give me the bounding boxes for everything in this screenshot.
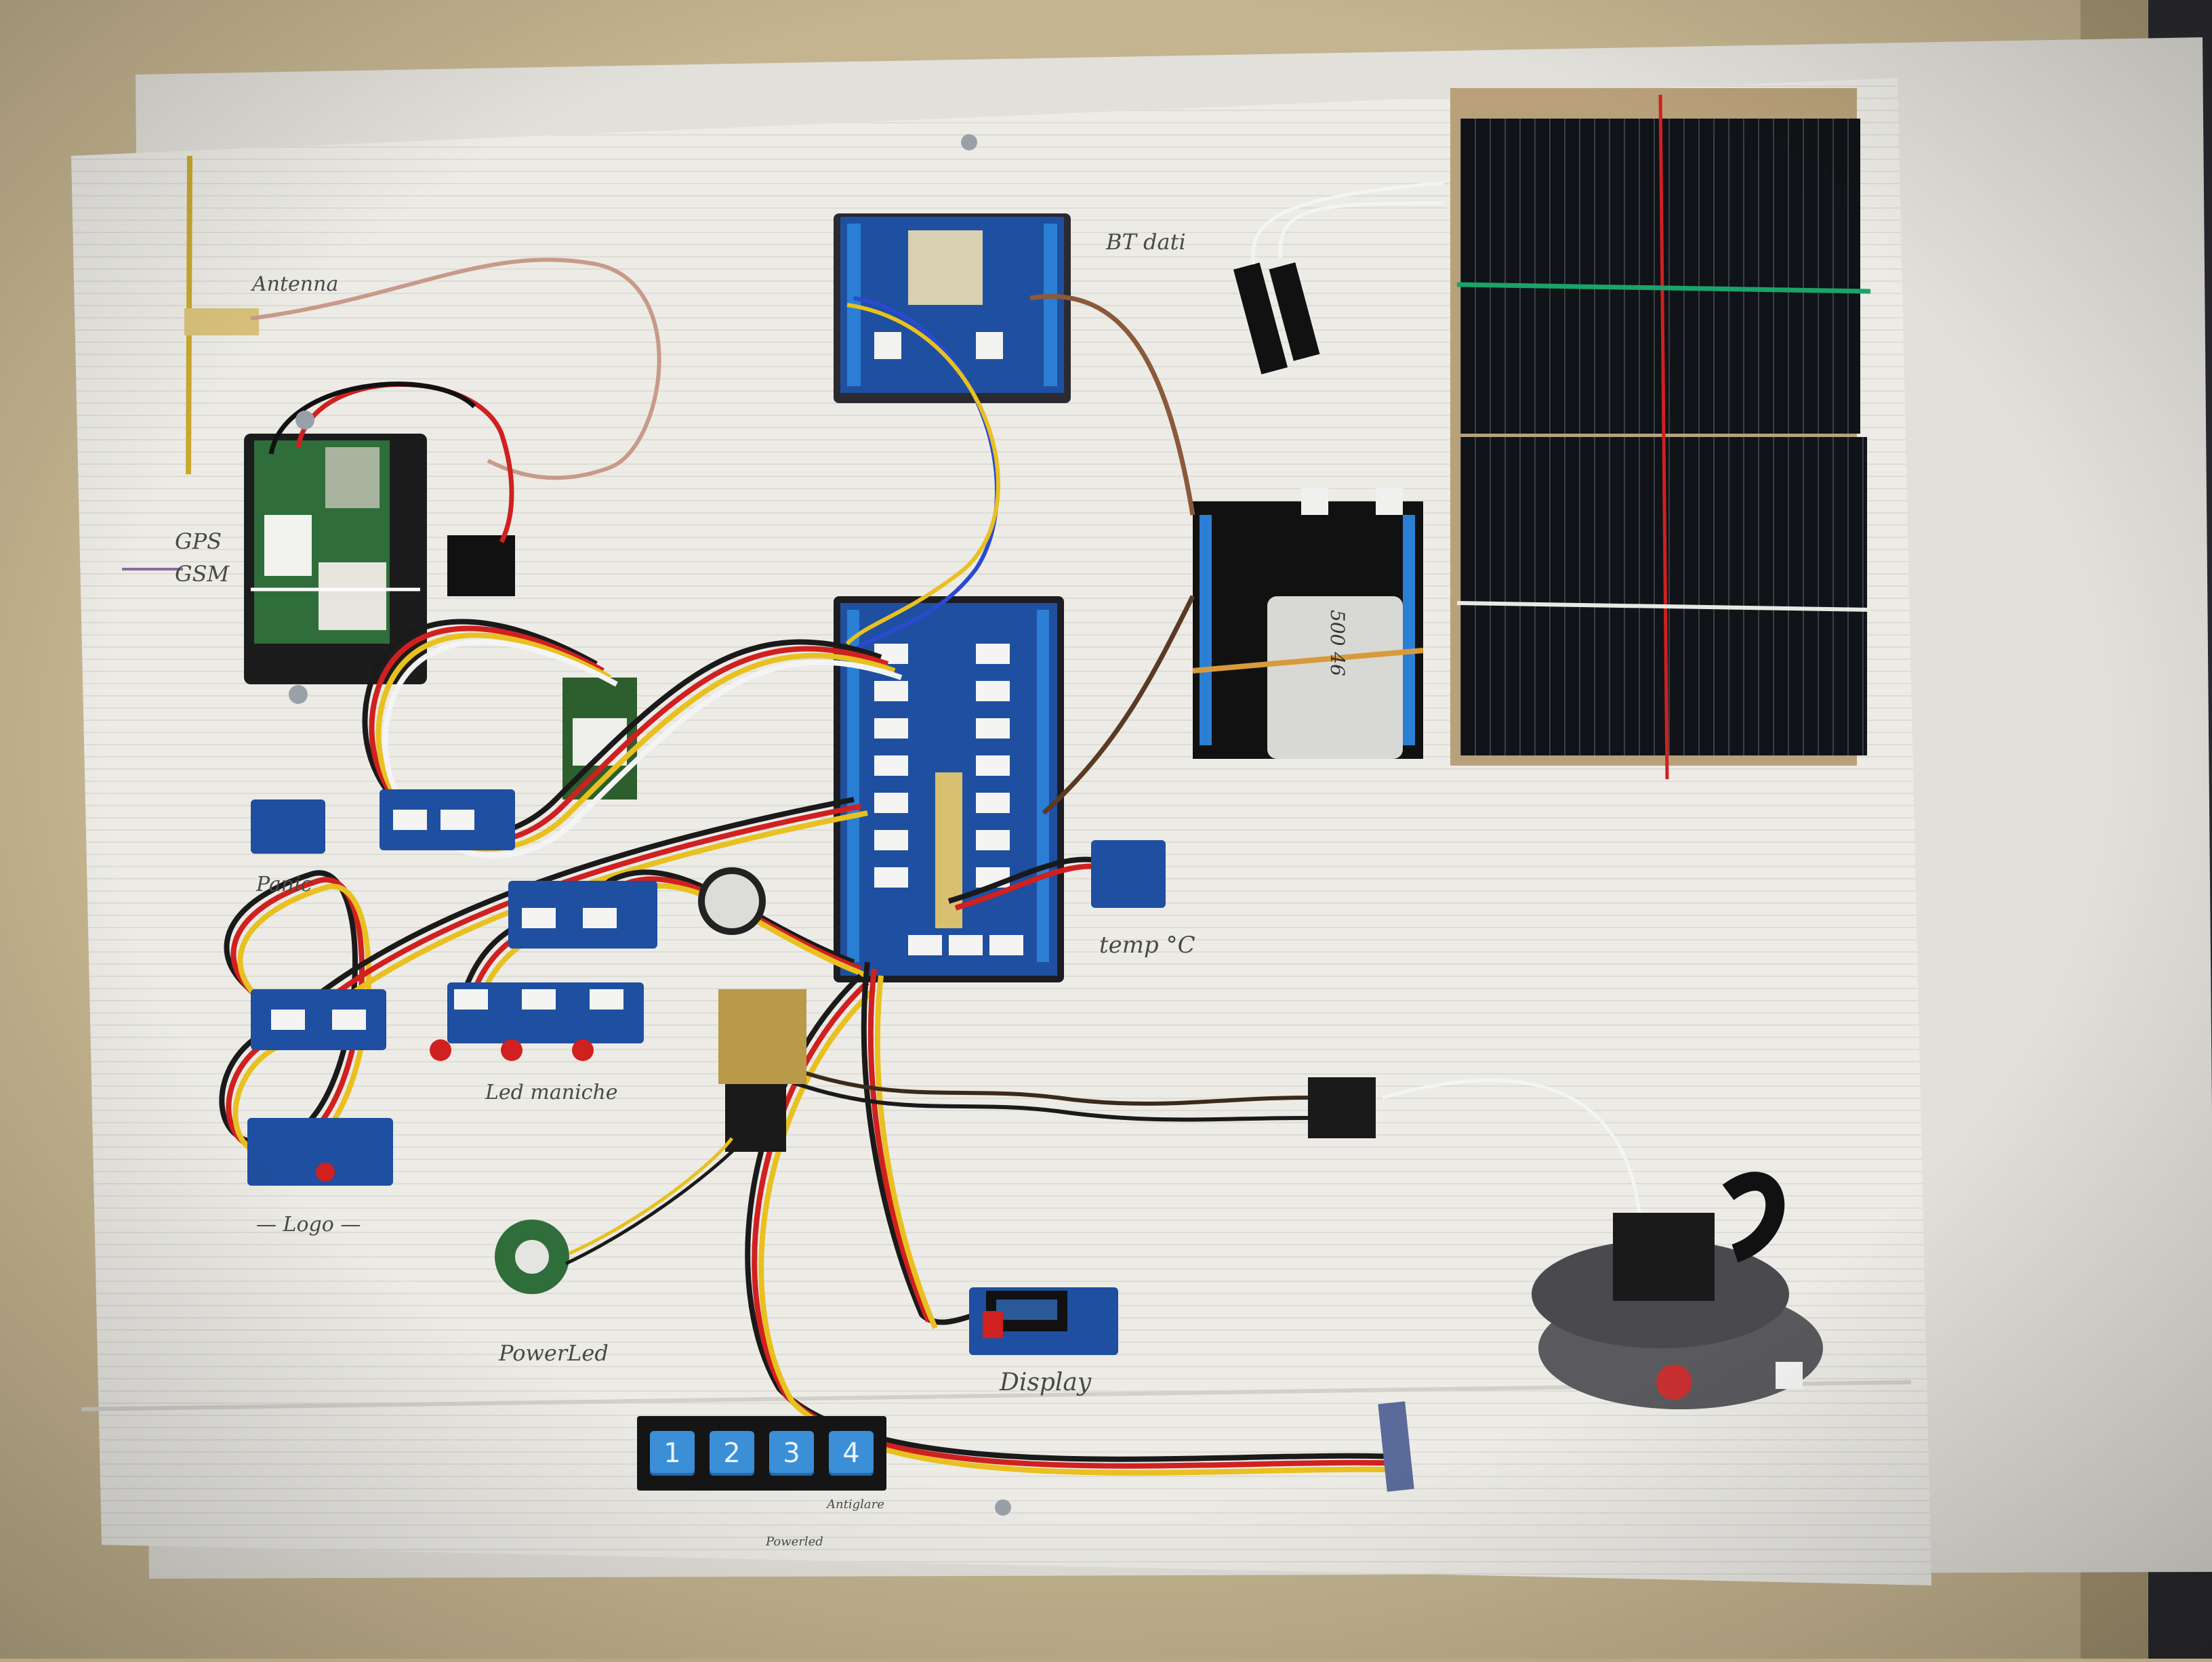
key-2[interactable]: 2: [710, 1431, 754, 1476]
antiglare-label: Antiglare: [827, 1497, 884, 1512]
gsm-label: GSM: [175, 561, 230, 587]
keypad-1x4: 1 2 3 4: [637, 1416, 886, 1491]
key-4[interactable]: 4: [829, 1431, 874, 1476]
powerled-label: PowerLed: [499, 1340, 609, 1366]
panic-label: Panic: [256, 873, 312, 896]
powerled-small-label: Powerled: [766, 1535, 823, 1549]
temp-label: temp °C: [1099, 932, 1195, 959]
display-label: Display: [1000, 1369, 1092, 1396]
leds-label: Led maniche: [485, 1081, 618, 1104]
key-3[interactable]: 3: [769, 1431, 814, 1476]
battery-label: 500 46: [1326, 610, 1349, 676]
gps-label: GPS: [175, 528, 222, 554]
bt-label: BT dati: [1106, 229, 1186, 255]
antenna-label: Antenna: [252, 272, 339, 296]
key-1[interactable]: 1: [650, 1431, 695, 1476]
logo-label: — Logo —: [256, 1213, 361, 1237]
